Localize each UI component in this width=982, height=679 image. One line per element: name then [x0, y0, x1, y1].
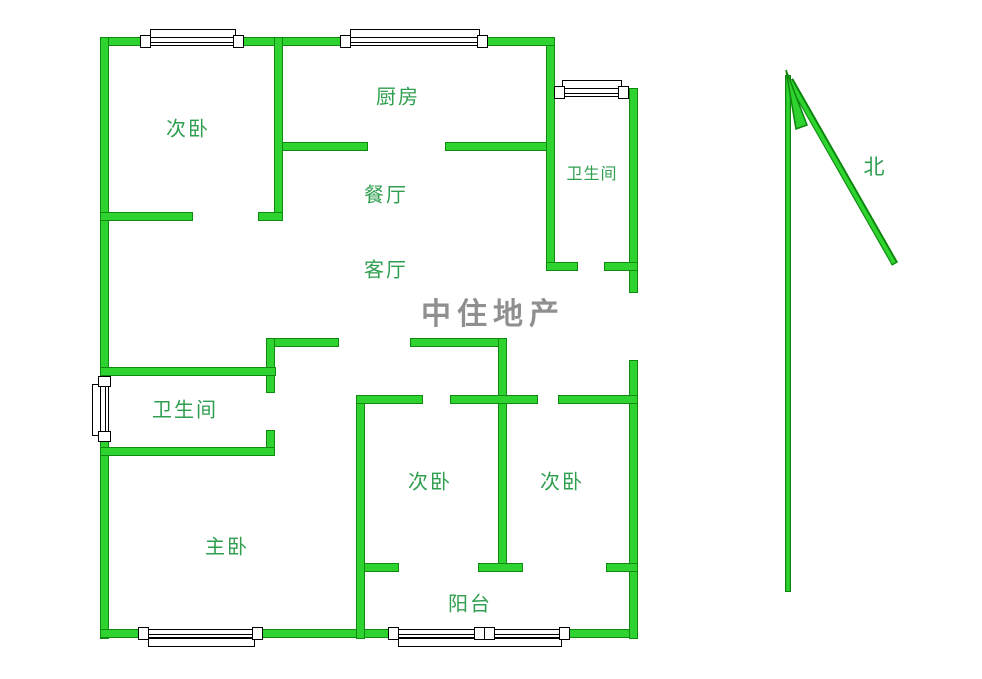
window-kitchen [342, 37, 488, 46]
room-label-balcony: 阳台 [448, 591, 492, 616]
wall-segment-bathtr-bottom-a [546, 262, 578, 271]
wall-segment-balcony-c [606, 563, 638, 572]
room-label-dining: 餐厅 [364, 182, 408, 207]
wall-segment-kitchen-right [546, 45, 555, 264]
window-sill [148, 638, 255, 647]
window-frame-box [388, 627, 399, 640]
window-bedroom-top-left [142, 37, 244, 46]
wall-segment-bedroom-divider [498, 338, 507, 572]
wall-segment-corridor-left-v [266, 338, 275, 393]
wall-segment-bedrooms-top-a [356, 395, 423, 404]
window-frame-box [618, 86, 629, 99]
window-frame-box [233, 35, 244, 48]
north-arrow [785, 69, 899, 592]
wall-segment-balcony-a [364, 563, 399, 572]
room-label-bedroom-top-left: 次卧 [166, 116, 210, 141]
room-label-living: 客厅 [364, 257, 408, 282]
wall-segment-bedroomtl-bottom-a [100, 212, 193, 221]
wall-segment-bathleft-top [100, 367, 276, 376]
wall-segment-master-right [356, 395, 365, 639]
window-frame-box [138, 627, 149, 640]
window-frame-box [484, 627, 495, 640]
wall-segment-bathleft-bottom [100, 447, 275, 456]
wall-segment-right-bath [629, 88, 638, 293]
window-frame-box [477, 35, 488, 48]
room-label-master-bedroom: 主卧 [205, 534, 249, 559]
watermark-text: 中住地产 [421, 297, 565, 332]
wall-segment-bedroomtl-kitchen [274, 37, 283, 221]
window-master-bedroom [140, 629, 263, 638]
window-frame-box [98, 431, 111, 442]
window-frame-box [140, 35, 151, 48]
wall-segment-bedrooms-top-c [558, 395, 638, 404]
window-frame-box [98, 376, 111, 387]
wall-segment-bedroomtl-bottom-b [258, 212, 283, 221]
room-label-bathroom-top-right: 卫生间 [566, 164, 618, 183]
wall-segment-kitchen-dining-b [445, 142, 555, 151]
north-label: 北 [863, 155, 885, 179]
window-frame-box [559, 627, 570, 640]
wall-segment-bathtr-bottom-b [604, 262, 638, 271]
window-frame-box [252, 627, 263, 640]
room-label-bathroom-left: 卫生间 [152, 397, 218, 422]
wall-segment-kitchen-dining-a [282, 142, 368, 151]
window-frame-box [554, 86, 565, 99]
wall-segment-bedrooms-top-b [450, 395, 538, 404]
room-label-kitchen: 厨房 [376, 84, 420, 109]
window-frame-box [340, 35, 351, 48]
room-label-bedroom-bottom-middle: 次卧 [408, 469, 452, 494]
wall-segment-left [100, 37, 109, 639]
wall-segment-right-lower [629, 360, 638, 639]
wall-segment-corridor-right-h [410, 338, 507, 347]
room-label-bedroom-bottom-right: 次卧 [540, 469, 584, 494]
wall-segment-balcony-b [478, 563, 523, 572]
wall-segment-corridor-left-h [266, 338, 339, 347]
